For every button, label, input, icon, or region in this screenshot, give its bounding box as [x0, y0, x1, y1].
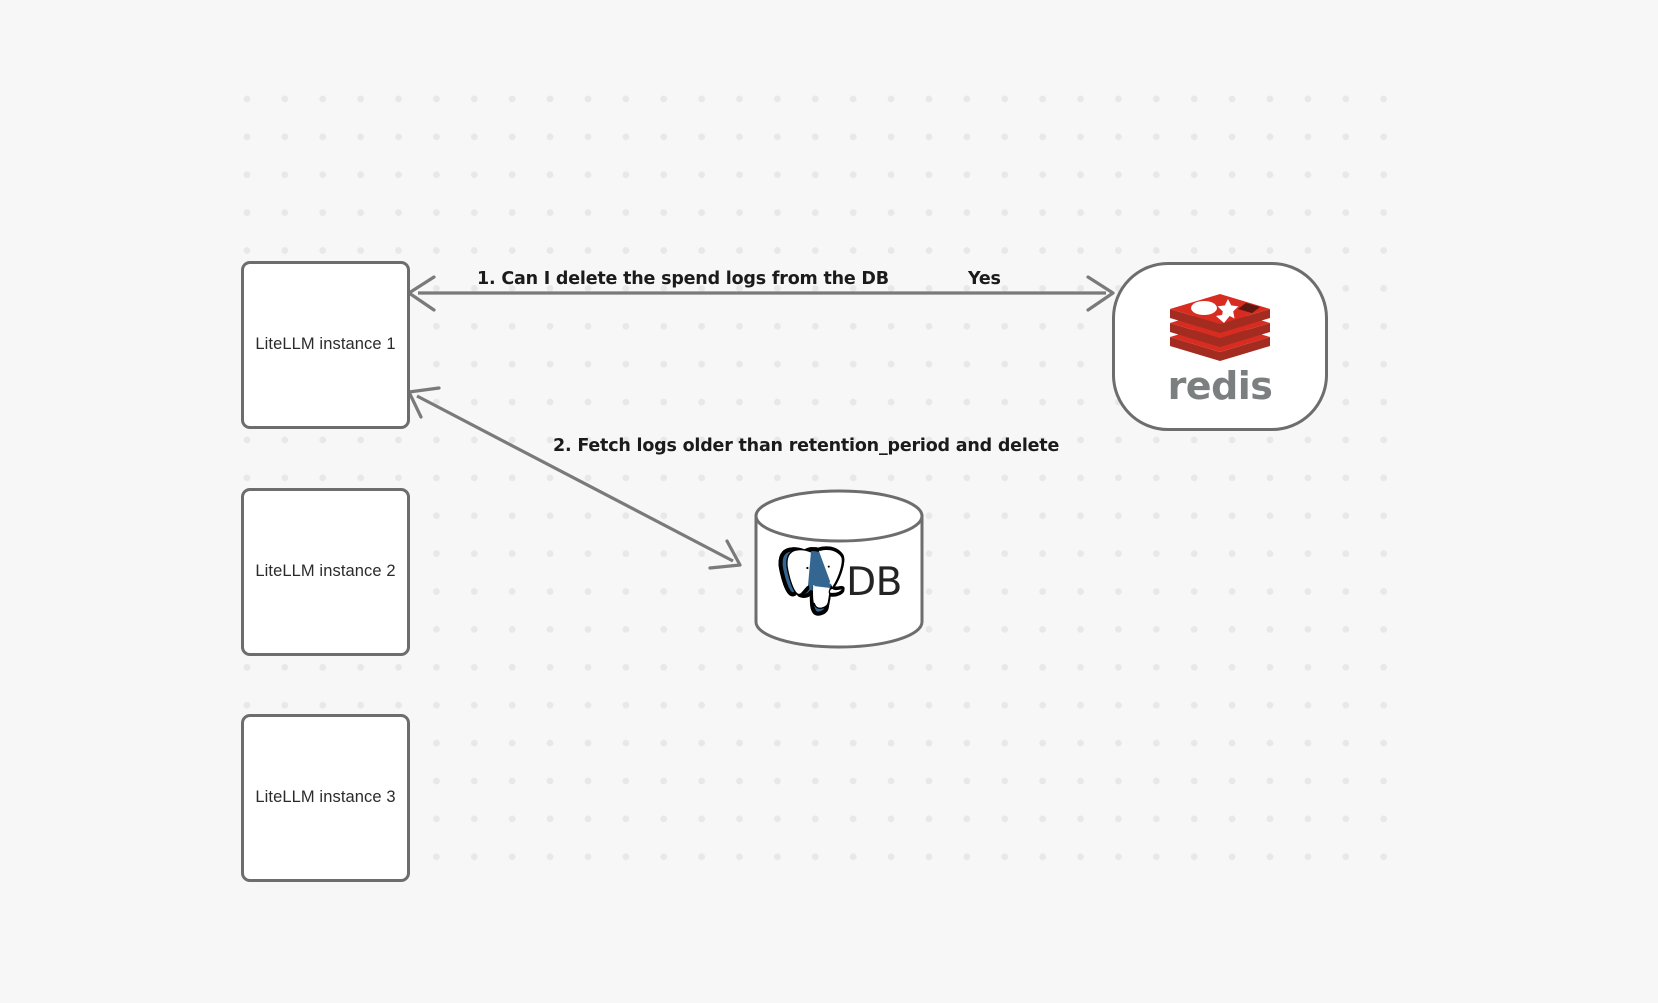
- node-label: LiteLLM instance 2: [255, 562, 396, 581]
- node-litellm-instance-1[interactable]: LiteLLM instance 1: [241, 261, 410, 429]
- arrowhead-lower-right: [708, 539, 742, 570]
- edge-llm1-db: [407, 386, 742, 570]
- node-redis[interactable]: redis: [1112, 262, 1328, 431]
- postgresql-elephant-icon: [778, 546, 845, 616]
- edge-label-1: 1. Can I delete the spend logs from the …: [477, 269, 889, 289]
- node-litellm-instance-3[interactable]: LiteLLM instance 3: [241, 714, 410, 882]
- arrowhead-left: [407, 275, 436, 312]
- node-postgres-db[interactable]: DB: [753, 489, 925, 649]
- node-label: LiteLLM instance 1: [255, 335, 396, 354]
- db-label: DB: [846, 559, 902, 605]
- redis-wordmark: redis: [1167, 363, 1273, 408]
- redis-stack-icon: [1166, 289, 1274, 363]
- edge-label-2: 2. Fetch logs older than retention_perio…: [553, 436, 1060, 456]
- edge-label-1-response: Yes: [968, 269, 1001, 289]
- arrowhead-right: [1086, 275, 1115, 312]
- node-label: LiteLLM instance 3: [255, 788, 396, 807]
- node-litellm-instance-2[interactable]: LiteLLM instance 2: [241, 488, 410, 656]
- arrowhead-upper-left: [407, 386, 441, 419]
